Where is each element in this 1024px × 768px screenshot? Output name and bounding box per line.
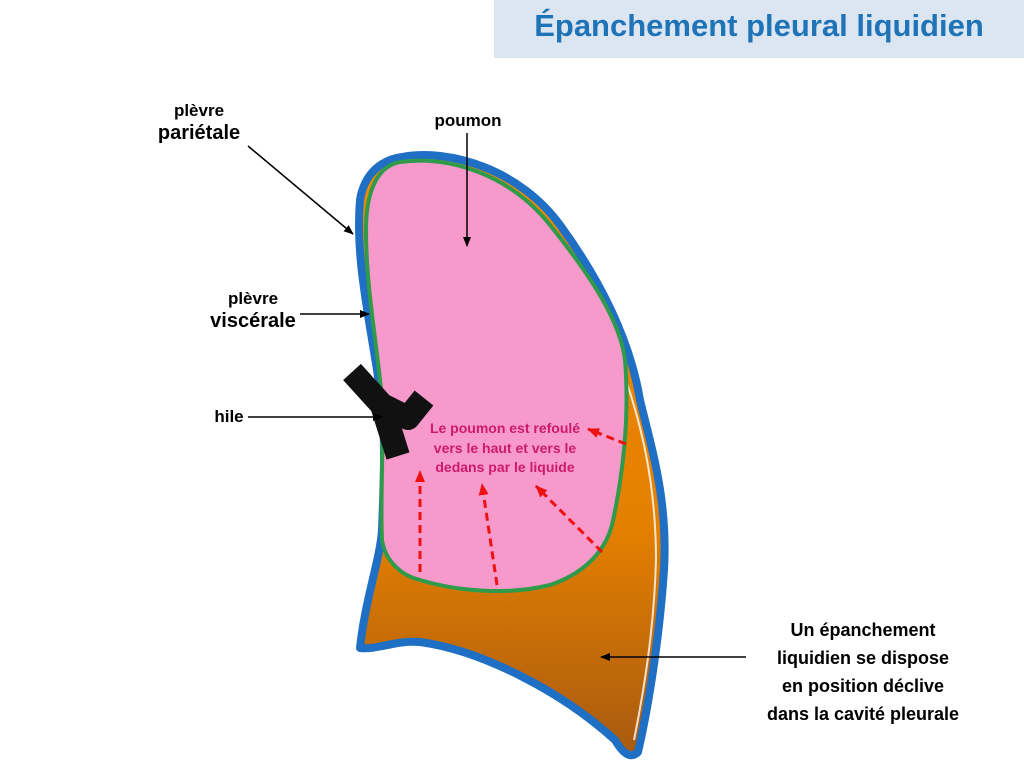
hilum-structure — [343, 363, 434, 460]
page-title: Épanchement pleural liquidien — [534, 8, 984, 43]
effusion-line2: liquidien se dispose — [776, 647, 950, 668]
effusion-line4: dans la cavité pleurale — [766, 703, 960, 724]
push-arrow-2 — [478, 483, 499, 586]
parietal-pleura-label-line1: plèvre — [173, 101, 225, 120]
hilum-label: hile — [214, 407, 244, 426]
push-arrow-3 — [534, 484, 604, 554]
visceral-pleura-label: plèvre viscérale — [200, 288, 306, 334]
lung-displacement-note: Le poumon est refoulé vers le haut et ve… — [429, 420, 581, 476]
visceral-pleura-label-line1: plèvre — [227, 289, 279, 308]
parietal-pleura-label: plèvre pariétale — [146, 100, 252, 146]
title-box: Épanchement pleural liquidien — [494, 0, 1024, 58]
parietal-pleura-pointer — [247, 145, 354, 235]
effusion-line1: Un épanchement — [790, 620, 936, 640]
effusion-description: Un épanchement liquidien se dispose en p… — [748, 617, 978, 729]
effusion-line3: en position déclive — [781, 675, 945, 696]
visceral-pleura-label-line2: viscérale — [210, 310, 296, 333]
lung-label: poumon — [434, 111, 502, 130]
parietal-pleura-label-line2: pariétale — [157, 122, 241, 145]
lung — [363, 158, 629, 594]
push-arrow-4 — [587, 427, 627, 446]
push-arrows — [415, 427, 627, 586]
